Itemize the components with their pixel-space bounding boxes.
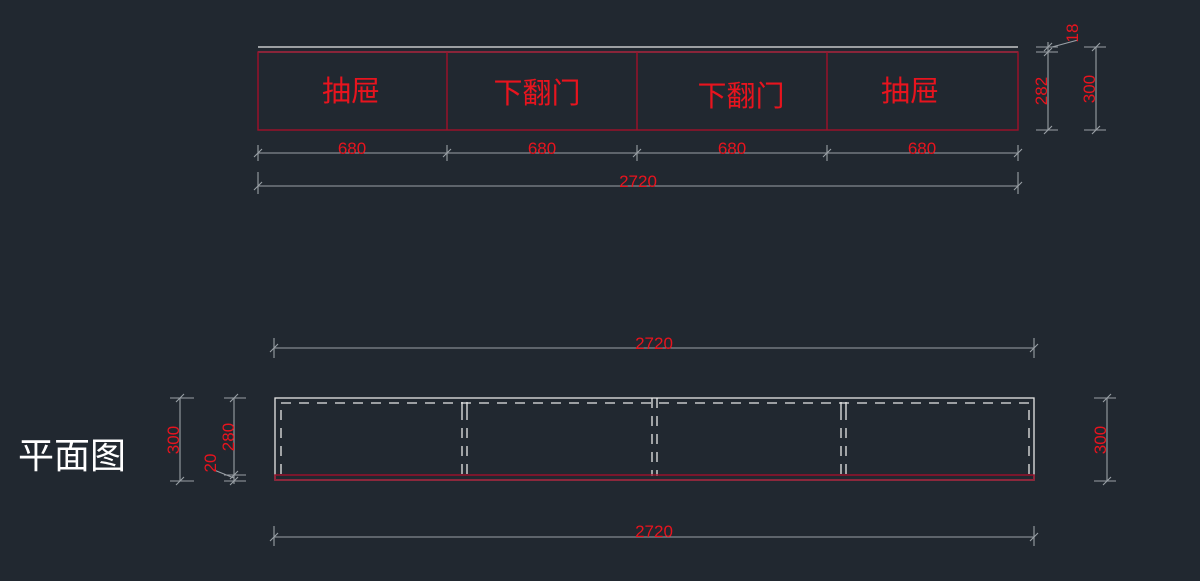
plan-view: 平面图 2720 [18,334,1116,546]
plan-back-board [274,474,1035,481]
height-dimensions [1036,39,1106,135]
plan-back-board-value: 20 [201,454,220,473]
panel-label-4: 抽屉 [881,74,939,108]
panel-label-3: 下翻门 [697,79,784,113]
total-width-dimension [253,172,1023,194]
panel-width-1: 680 [338,139,366,158]
plan-outline [274,397,1035,481]
top-board-thickness: 18 [1063,24,1082,43]
panel-width-dimension [253,145,1023,161]
panel-height-value: 282 [1032,77,1051,105]
plan-bottom-width-dimension [269,526,1039,546]
panel-label-1: 抽屉 [322,74,380,108]
plan-title: 平面图 [18,436,126,477]
panel-label-2: 下翻门 [493,76,580,110]
plan-depth-left-value: 300 [164,426,183,454]
plan-left-dimensions [170,393,246,486]
elevation-view: 抽屉 下翻门 下翻门 抽屉 680 680 680 680 [253,24,1106,194]
plan-bottom-width-value: 2720 [635,522,673,541]
panel-width-4: 680 [908,139,936,158]
panel-frame [257,51,1019,131]
panel-width-2: 680 [528,139,556,158]
plan-right-dimension [1094,393,1116,486]
total-height-value: 300 [1080,75,1099,103]
plan-inner-depth-value: 280 [219,423,238,451]
plan-top-width-value: 2720 [635,334,673,353]
plan-top-width-dimension [269,338,1039,358]
total-width-value: 2720 [619,172,657,191]
plan-depth-right-value: 300 [1091,426,1110,454]
plan-partitions [461,398,847,476]
panel-width-3: 680 [718,139,746,158]
